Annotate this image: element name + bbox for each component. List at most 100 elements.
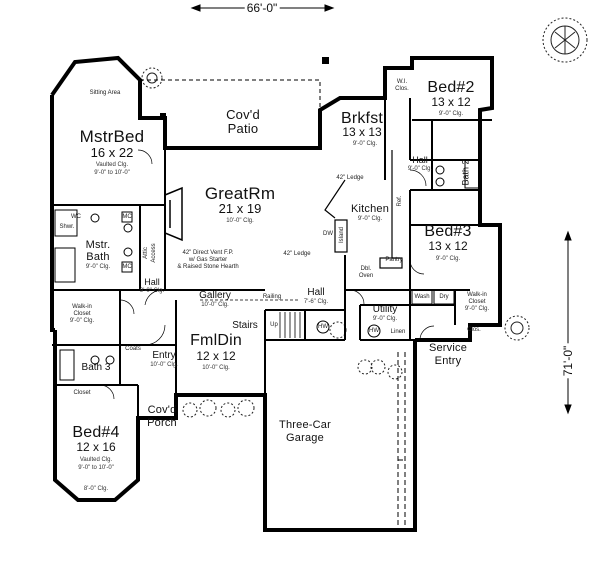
- bath2-name: Bath 2: [460, 159, 471, 186]
- wi-clos-top-name2: Clos.: [395, 86, 409, 92]
- walkin-left-name2: Closet: [73, 311, 91, 317]
- bed4-bay-ceiling: 8'-0" Clg.: [83, 486, 109, 492]
- covd-patio-name2: Patio: [227, 121, 259, 136]
- bed3-ceiling: 9'-0" Clg.: [435, 256, 461, 262]
- wi-closet-right-ceiling: 9'-0" Clg.: [464, 306, 490, 312]
- hw-label-1: HW: [318, 324, 328, 330]
- entry-name: Entry: [152, 350, 176, 361]
- ref-label: Ref.: [397, 195, 403, 207]
- bed2-ceiling: 9'-0" Clg.: [438, 111, 464, 117]
- dbl-oven-l2: Oven: [358, 273, 374, 279]
- bed4-closet-label: Closet: [73, 390, 91, 396]
- walkin-left-ceiling: 9'-0" Clg.: [69, 318, 95, 324]
- patio-post: [160, 113, 166, 119]
- wi-closet-right-name: Walk-in: [467, 292, 487, 298]
- kitchen-name: Kitchen: [350, 203, 390, 215]
- overall-width-label: 66'-0": [244, 1, 280, 15]
- brkfst-ceiling: 9'-0" Clg.: [352, 141, 378, 147]
- kitchen-ceiling: 9'-0" Clg.: [357, 216, 383, 222]
- great-rm-name: GreatRm: [204, 184, 276, 203]
- covd-patio-name: Cov'd: [226, 107, 260, 122]
- garage-name: Three-Car: [279, 419, 331, 431]
- overall-depth-label: 71'-0": [561, 343, 575, 379]
- ledge-label-2: 42" Ledge: [283, 251, 311, 257]
- interior-walls: [52, 57, 492, 418]
- mc-label-1: MC: [122, 214, 132, 220]
- bath-fixtures: [54, 159, 480, 381]
- stairs-label: Stairs: [232, 320, 258, 331]
- fml-din-ceiling: 10'-0" Clg.: [202, 365, 230, 371]
- fml-din-dims: 12 x 12: [196, 349, 236, 363]
- tree-icon: [542, 17, 588, 63]
- mc-label-2: MC: [122, 264, 132, 270]
- hw-label-2: HW: [369, 328, 379, 334]
- stair-treads: [279, 312, 301, 338]
- bed4-ceiling: Vaulted Clg.: [79, 457, 113, 463]
- mstr-bath-name: Mstr.: [85, 239, 111, 251]
- patio-post: [322, 57, 329, 64]
- covd-porch-name2: Porch: [147, 417, 177, 429]
- garage-doors: [397, 352, 406, 525]
- brkfst-dims: 13 x 13: [342, 125, 382, 139]
- dbl-oven-l1: Dbl.: [360, 266, 372, 272]
- shwr-label: Shwr.: [59, 224, 75, 230]
- bed3-name: Bed#3: [424, 223, 472, 240]
- mstr-bed-dims: 16 x 22: [90, 145, 134, 160]
- attic-access-l1: Attic: [143, 247, 149, 259]
- island-label: Island: [339, 226, 345, 244]
- attic-access-l2: Access: [151, 243, 157, 263]
- great-rm-dims: 21 x 19: [218, 201, 262, 216]
- utility-ceiling: 9'-0" Clg.: [372, 316, 398, 322]
- hall-left-name: Hall: [144, 277, 160, 287]
- service-entry-name: Service: [428, 342, 468, 354]
- pantry-label: Pantry: [385, 257, 403, 263]
- coats-label: Coats: [125, 346, 141, 352]
- wash-label: Wash: [414, 294, 430, 300]
- fml-din-name: FmlDin: [190, 332, 242, 349]
- hall-upper-ceiling: 9'-0" Clg.: [407, 166, 433, 172]
- hall-upper-name: Hall: [412, 155, 428, 165]
- gallery-name: Gallery: [199, 290, 231, 301]
- garage-name2: Garage: [286, 432, 324, 444]
- bed3-dims: 13 x 12: [428, 239, 468, 253]
- door-swings: [99, 149, 435, 400]
- clos-label: Clos.: [467, 327, 481, 333]
- entry-ceiling: 10'-0" Clg.: [150, 362, 178, 368]
- overall-depth-dimension: [564, 230, 572, 415]
- hall-mid-name: Hall: [307, 287, 325, 298]
- mstr-bath-name2: Bath: [86, 251, 110, 263]
- mstr-bed-ceiling: Vaulted Clg.: [95, 162, 129, 168]
- bed2-dims: 13 x 12: [431, 95, 471, 109]
- ledge-label-1: 42" Ledge: [336, 175, 364, 181]
- mstr-bed-ceiling2: 9'-0" to 10'-0": [94, 170, 130, 176]
- covd-porch-name: Cov'd: [147, 404, 177, 416]
- fireplace-note-2: w/ Gas Starter: [188, 257, 228, 263]
- wc-label: WC: [71, 214, 81, 220]
- up-label: Up: [270, 322, 278, 328]
- gallery-ceiling: 10'-0" Clg.: [201, 302, 229, 308]
- fireplace-icon: [164, 186, 183, 242]
- fireplace-note-1: 42" Direct Vent F.P.: [182, 250, 234, 256]
- covered-patio-outline: [140, 79, 321, 148]
- dw-label: DW: [323, 231, 333, 237]
- bed4-ceiling2: 9'-0" to 10'-0": [78, 465, 114, 471]
- hall-left-ceiling: 9'-0" Clg.: [139, 288, 165, 294]
- bath3-name: Bath 3: [81, 362, 111, 373]
- shrub-icon: [182, 321, 403, 418]
- bed4-dims: 12 x 16: [76, 440, 116, 454]
- wi-closet-right-name2: Closet: [468, 299, 486, 305]
- service-entry-name2: Entry: [434, 355, 462, 367]
- kitchen-counters: [324, 150, 403, 269]
- mstr-bed-name: MstrBed: [79, 127, 145, 146]
- railing-label: Railing: [262, 294, 282, 300]
- tree-icon: [504, 315, 530, 341]
- sitting-area-label: Sitting Area: [89, 90, 121, 96]
- mstr-bath-ceiling: 9'-0" Clg.: [85, 264, 111, 270]
- linen-label: Linen: [390, 329, 406, 335]
- hall-mid-ceiling: 7'-6" Clg.: [303, 299, 329, 305]
- bed4-name: Bed#4: [72, 424, 120, 441]
- bed2-name: Bed#2: [427, 79, 475, 96]
- brkfst-name: Brkfst: [340, 110, 384, 127]
- fireplace-note-3: & Raised Stone Hearth: [177, 264, 239, 270]
